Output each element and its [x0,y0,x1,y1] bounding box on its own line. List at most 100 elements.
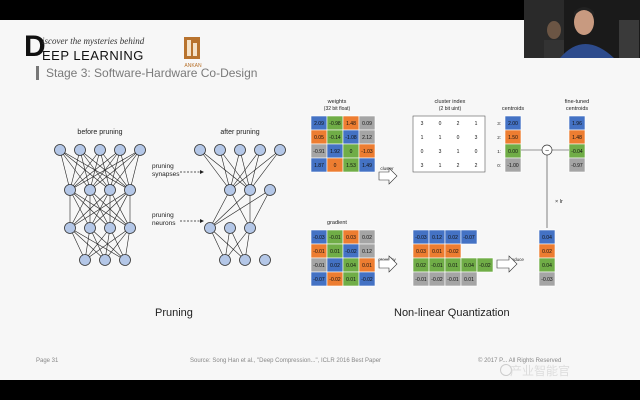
weight-cell-value: -0.98 [329,121,341,127]
weight-cell-value: -0.91 [313,149,325,155]
grouped-cell-value: 0.12 [432,235,442,241]
grouped-cell-value: -0.03 [415,235,427,241]
before-network [54,144,146,266]
brand-name: EEP LEARNING [42,48,144,63]
reduced-cell-value: 0.04 [542,235,552,241]
synapse-edge [229,149,261,191]
weight-cell-value: 1.49 [362,163,372,169]
neuron-node [254,144,266,156]
gradient-cell-value: -0.02 [329,277,341,283]
watermark: 产业智能官 [510,364,571,378]
synapse-edge [229,149,241,191]
neuron-node [99,254,111,266]
centroid-index: 3: [497,121,501,126]
source-citation: Source: Song Han et al., "Deep Compressi… [190,358,382,364]
grouped-cell-value: -0.02 [431,277,443,283]
index-label-2: (2 bit uint) [439,106,462,112]
gradient-cell-value: -0.01 [329,235,341,241]
neuron-node [64,222,76,234]
grouped-cell [460,229,478,245]
gradient-cell [358,271,376,287]
finetuned-cell-value: -0.97 [571,163,583,169]
gradient-cell-value: 0.01 [346,277,356,283]
weight-cell-value: -1.08 [345,135,357,141]
institution-logo-icon: ANKAN [184,37,202,69]
synapse-edge [199,149,231,191]
neuron-node [114,144,126,156]
groupby-arrow-label: group by [378,257,396,262]
gradient-cell-value: 0.01 [330,249,340,255]
pruning-caption: Pruning [155,307,193,319]
synapse-edge [219,149,231,191]
grouped-cell [476,257,494,273]
grouped-cell-value: 0.03 [416,249,426,255]
weight-cell-value: 1.87 [314,163,324,169]
weight-cell-value: 2.09 [314,121,324,127]
index-cell-value: 3 [421,121,424,127]
finetuned-cell-value: -0.04 [571,149,583,155]
centroids-label: centroids [502,106,525,112]
gradient-cell-value: -0.03 [313,235,325,241]
grouped-cell-value: 0.01 [464,277,474,283]
gradient-cell-value: -0.02 [345,249,357,255]
svg-text:−: − [545,148,549,155]
synapse-edge [249,189,271,229]
lr-label: × lr [555,199,563,205]
reduced-cell-value: 0.02 [542,249,552,255]
neuron-node [214,144,226,156]
index-cell-value: 3 [475,135,478,141]
brand-tagline: iscover the mysteries behind [42,36,145,46]
gradient-cell-value: -0.01 [313,249,325,255]
weight-cell-value: 1.92 [330,149,340,155]
centroid-index: 2: [497,135,501,140]
neuron-node [124,184,136,196]
neuron-node [134,144,146,156]
index-cell-value: 1 [457,149,460,155]
neuron-node [244,222,256,234]
weight-cell-value: 1.53 [346,163,356,169]
finetuned-cell [568,157,586,173]
index-cell-value: 3 [439,149,442,155]
grouped-cell-value: -0.07 [463,235,475,241]
centroid-cell [504,157,522,173]
synapse-edge [109,149,141,191]
weight-cell-value: 0.05 [314,135,324,141]
centroid-cell-value: 0.00 [508,149,518,155]
neuron-node [234,144,246,156]
neuron-node [79,254,91,266]
neuron-node [204,222,216,234]
grouped-cell-value: 0.01 [432,249,442,255]
synapse-edge [69,189,111,229]
neuron-node [244,184,256,196]
neuron-node [194,144,206,156]
pruning-neurons-label-1: pruning [152,212,174,219]
gradient-cell-value: 0.01 [362,263,372,269]
index-cell-value: 1 [439,163,442,169]
synapse-edge [84,227,131,261]
index-cell-value: 1 [475,121,478,127]
neuron-node [239,254,251,266]
finetuned-cell-value: 1.48 [572,135,582,141]
neuron-node [104,222,116,234]
reduced-cell-value: -0.03 [541,277,553,283]
index-label-1: cluster index [435,99,466,105]
synapse-edge [84,227,111,261]
neuron-node [84,184,96,196]
grouped-cell [460,271,478,287]
synapse-edge [224,227,251,261]
synapse-edge [69,149,121,191]
neuron-node [124,222,136,234]
synapse-edge [209,189,271,229]
neuron-node [119,254,131,266]
neuron-node [259,254,271,266]
grouped-cell-value: 0.02 [448,235,458,241]
neuron-node [84,222,96,234]
pruning-neurons-label-2: neurons [152,220,176,227]
weights-label-2: (32 bit float) [324,106,351,112]
gradient-cell-value: -0.01 [313,263,325,269]
synapse-edge [129,149,141,191]
weight-cell-value: -0.14 [329,135,341,141]
neuron-node [94,144,106,156]
gradient-cell-value: 0.02 [362,235,372,241]
